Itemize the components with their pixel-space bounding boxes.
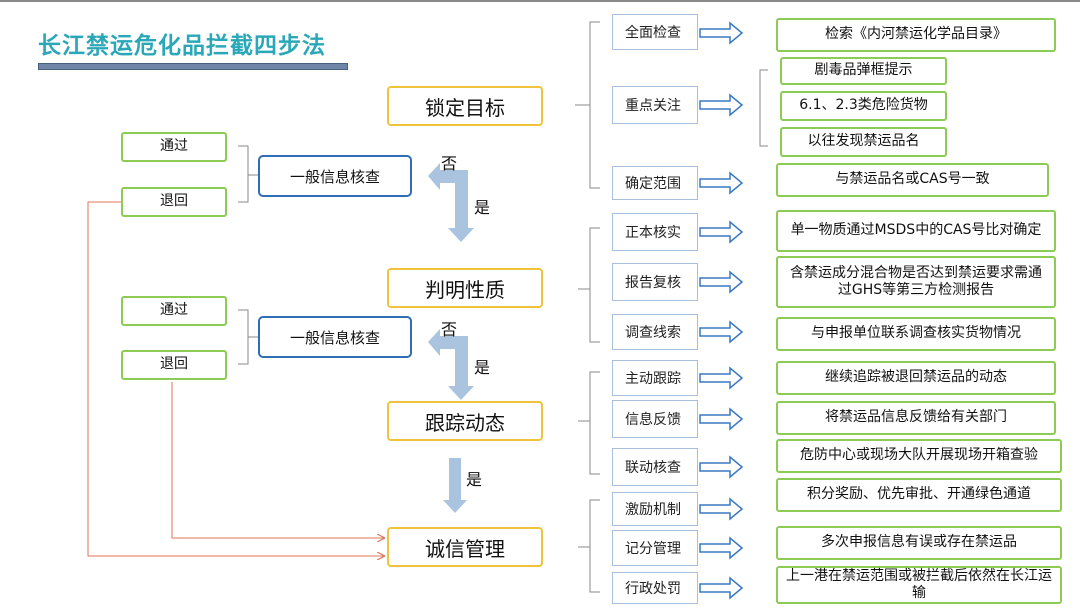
yes-label-3: 是 xyxy=(466,470,483,489)
detail-incentives: 积分奖励、优先审批、开通绿色通道 xyxy=(776,478,1062,512)
general-check-box-2: 一般信息核查 xyxy=(258,316,412,358)
step-lock-target: 锁定目标 xyxy=(387,86,543,126)
return-box-1: 退回 xyxy=(121,187,227,217)
pass-box-2: 通过 xyxy=(121,296,227,326)
detail-dangerous-goods-class: 6.1、2.3类危险货物 xyxy=(780,91,947,121)
detail-continue-tracking: 继续追踪被退回禁运品的动态 xyxy=(776,361,1056,395)
substep-info-feedback: 信息反馈 xyxy=(612,400,698,438)
no-label-2: 否 xyxy=(441,320,458,339)
detail-name-cas-match: 与禁运品名或CAS号一致 xyxy=(776,163,1049,197)
step-integrity-management: 诚信管理 xyxy=(387,527,543,567)
hollow-arrow-icon xyxy=(699,93,744,117)
substep-joint-check: 联动核查 xyxy=(612,448,698,486)
substep-incentive-mechanism: 激励机制 xyxy=(612,492,698,526)
substep-key-focus: 重点关注 xyxy=(612,86,698,124)
return-box-2: 退回 xyxy=(121,350,227,380)
general-check-box-1: 一般信息核查 xyxy=(258,155,412,197)
page-title: 长江禁运危化品拦截四步法 xyxy=(38,33,326,59)
step-track-dynamics: 跟踪动态 xyxy=(387,401,543,441)
hollow-arrow-icon xyxy=(699,220,744,244)
substep-active-tracking: 主动跟踪 xyxy=(612,360,698,396)
hollow-arrow-icon xyxy=(699,536,744,560)
hollow-arrow-icon xyxy=(699,171,744,195)
title-underline xyxy=(38,63,348,70)
hollow-arrow-icon xyxy=(699,576,744,600)
yes-label-1: 是 xyxy=(474,198,491,217)
hollow-arrow-icon xyxy=(699,320,744,344)
detail-search-catalog: 检索《内河禁运化学品目录》 xyxy=(776,18,1056,52)
hollow-arrow-icon xyxy=(699,270,744,294)
no-label-1: 否 xyxy=(441,154,458,173)
detail-feedback-departments: 将禁运品信息反馈给有关部门 xyxy=(776,401,1056,435)
hollow-arrow-icon xyxy=(699,455,744,479)
detail-toxic-popup: 剧毒品弹框提示 xyxy=(780,57,947,85)
detail-ghs-report: 含禁运成分混合物是否达到禁运要求需通过GHS等第三方检测报告 xyxy=(776,256,1056,308)
detail-previous-prohibited: 以往发现禁运品名 xyxy=(780,127,947,157)
pass-box-1: 通过 xyxy=(121,132,227,162)
hollow-arrow-icon xyxy=(699,497,744,521)
detail-msds-cas: 单一物质通过MSDS中的CAS号比对确定 xyxy=(776,210,1056,252)
substep-score-management: 记分管理 xyxy=(612,530,698,566)
substep-comprehensive-check: 全面检查 xyxy=(612,14,698,50)
substep-investigate-clues: 调查线索 xyxy=(612,314,698,350)
step-determine-nature: 判明性质 xyxy=(387,268,543,308)
substep-report-review: 报告复核 xyxy=(612,263,698,301)
hollow-arrow-icon xyxy=(699,407,744,431)
hollow-arrow-icon xyxy=(699,366,744,390)
detail-onsite-inspection: 危防中心或现场大队开展现场开箱查验 xyxy=(776,439,1062,473)
substep-determine-scope: 确定范围 xyxy=(612,166,698,200)
yes-label-2: 是 xyxy=(474,358,491,377)
detail-yangtze-transport: 上一港在禁运范围或被拦截后依然在长江运输 xyxy=(776,566,1062,604)
hollow-arrow-icon xyxy=(699,21,744,45)
top-rule xyxy=(0,0,1080,2)
substep-original-verification: 正本核实 xyxy=(612,213,698,251)
substep-administrative-penalty: 行政处罚 xyxy=(612,572,698,604)
detail-misdeclaration: 多次申报信息有误或存在禁运品 xyxy=(776,526,1062,560)
detail-contact-declarer: 与申报单位联系调查核实货物情况 xyxy=(776,317,1056,351)
